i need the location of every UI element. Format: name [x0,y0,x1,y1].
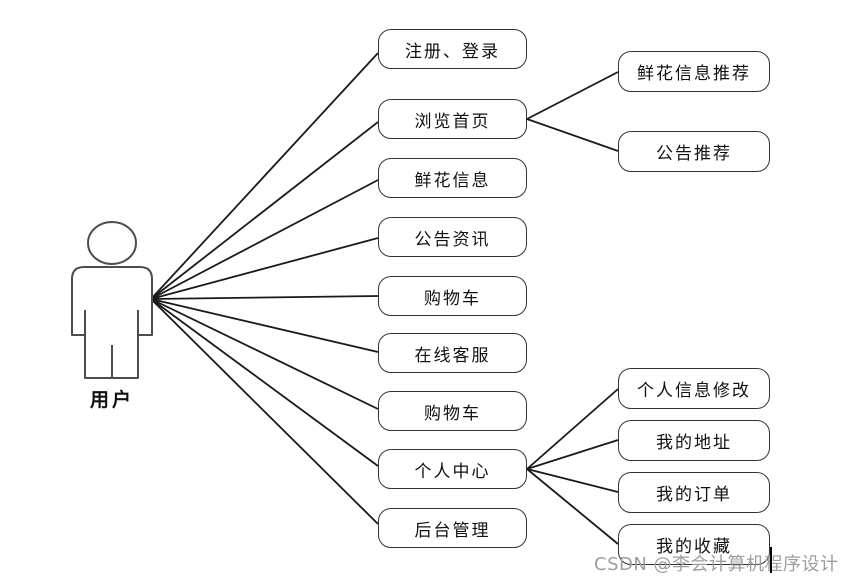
actor-label: 用户 [89,389,134,411]
watermark-text: CSDN @李会计算机程序设计 [594,554,839,575]
usecase-label: 公告资讯 [414,229,491,250]
usecase-label: 我的收藏 [656,537,732,557]
usecase-label: 公告推荐 [656,144,732,164]
usecase-cart-1: 购物车 [378,276,527,316]
usecase-label: 我的地址 [656,433,732,453]
usecase-label: 注册、登录 [405,41,500,62]
usecase-online-service: 在线客服 [378,333,527,373]
usecase-personal-center: 个人中心 [378,449,527,489]
usecase-label: 个人信息修改 [637,381,751,401]
usecase-label: 个人中心 [414,461,491,482]
usecase-announcements: 公告资讯 [378,217,527,257]
usecase-label: 购物车 [424,288,481,309]
actor-arm-lines [84,310,139,335]
usecase-cart-2: 购物车 [378,391,527,431]
usecase-my-orders: 我的订单 [618,472,770,513]
usecase-label: 鲜花信息 [414,170,491,191]
usecase-flower-info: 鲜花信息 [378,158,527,198]
usecase-edit-profile: 个人信息修改 [618,368,770,409]
usecase-label: 在线客服 [414,345,491,366]
usecase-browse-home: 浏览首页 [378,99,527,139]
usecase-register-login: 注册、登录 [378,29,527,69]
usecase-label: 鲜花信息推荐 [637,64,751,84]
usecase-announce-recommend: 公告推荐 [618,131,770,172]
actor-user-figure [71,221,153,379]
usecase-flower-recommend: 鲜花信息推荐 [618,51,770,92]
usecase-label: 购物车 [424,403,481,424]
usecase-label: 后台管理 [414,520,491,541]
usecase-admin-backend: 后台管理 [378,508,527,548]
actor-head [87,221,137,265]
text-caret [770,547,772,573]
usecase-label: 我的订单 [656,485,732,505]
usecase-label: 浏览首页 [414,111,491,132]
usecase-my-favorites: 我的收藏 [618,524,770,565]
actor-body [71,266,153,379]
usecase-my-address: 我的地址 [618,420,770,461]
